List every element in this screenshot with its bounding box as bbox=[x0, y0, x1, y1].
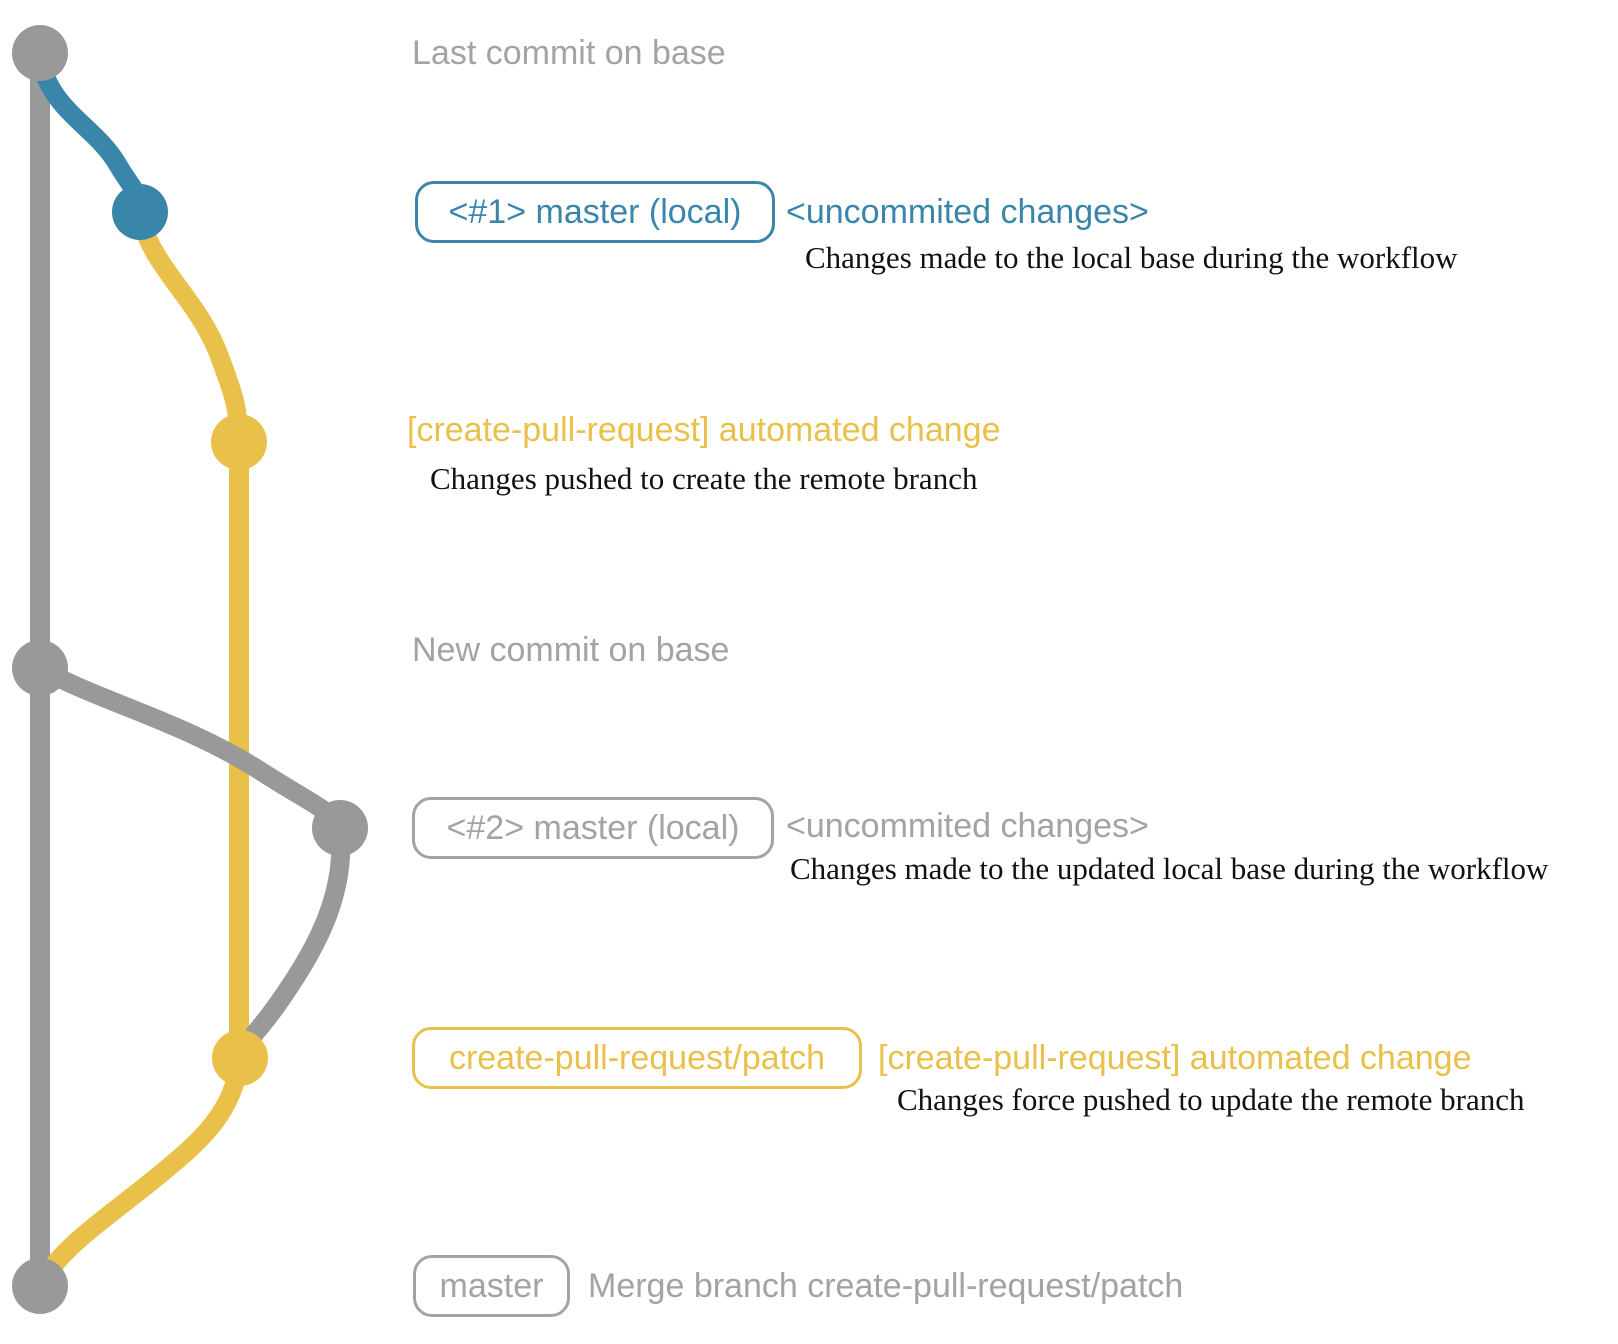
branch-path-force-push bbox=[231, 818, 351, 1066]
label-automated-change-1: [create-pull-request] automated change bbox=[407, 411, 1001, 449]
note-push-create: Changes pushed to create the remote bran… bbox=[430, 461, 978, 496]
commit-node-local-master-1 bbox=[112, 184, 168, 240]
branch-path-merge bbox=[35, 1048, 250, 1287]
commit-node-local-master-2 bbox=[312, 800, 368, 856]
label-new-commit-on-base: New commit on base bbox=[412, 631, 730, 669]
commit-node-patch-2 bbox=[212, 1030, 268, 1086]
label-uncommited-changes-1: <uncommited changes> bbox=[786, 193, 1149, 231]
note-force-push: Changes force pushed to update the remot… bbox=[897, 1082, 1525, 1117]
commit-node-merge bbox=[12, 1258, 68, 1314]
badge-master: master bbox=[413, 1255, 570, 1317]
note-local-changes-1: Changes made to the local base during th… bbox=[805, 240, 1458, 275]
label-automated-change-2: [create-pull-request] automated change bbox=[878, 1039, 1472, 1077]
badge-master-local-2: <#2> master (local) bbox=[412, 797, 774, 859]
commit-node-last-base bbox=[12, 25, 68, 81]
commit-node-new-base bbox=[12, 640, 68, 696]
label-merge-branch: Merge branch create-pull-request/patch bbox=[588, 1267, 1184, 1305]
badge-master-local-1: <#1> master (local) bbox=[415, 181, 775, 243]
badge-patch-branch: create-pull-request/patch bbox=[412, 1027, 862, 1089]
label-last-commit-on-base: Last commit on base bbox=[412, 34, 726, 72]
label-uncommited-changes-2: <uncommited changes> bbox=[786, 807, 1149, 845]
note-local-changes-2: Changes made to the updated local base d… bbox=[790, 851, 1549, 886]
branch-path-patch-create bbox=[130, 202, 249, 452]
branch-path-local-master-2 bbox=[30, 658, 350, 838]
commit-node-patch-1 bbox=[211, 414, 267, 470]
